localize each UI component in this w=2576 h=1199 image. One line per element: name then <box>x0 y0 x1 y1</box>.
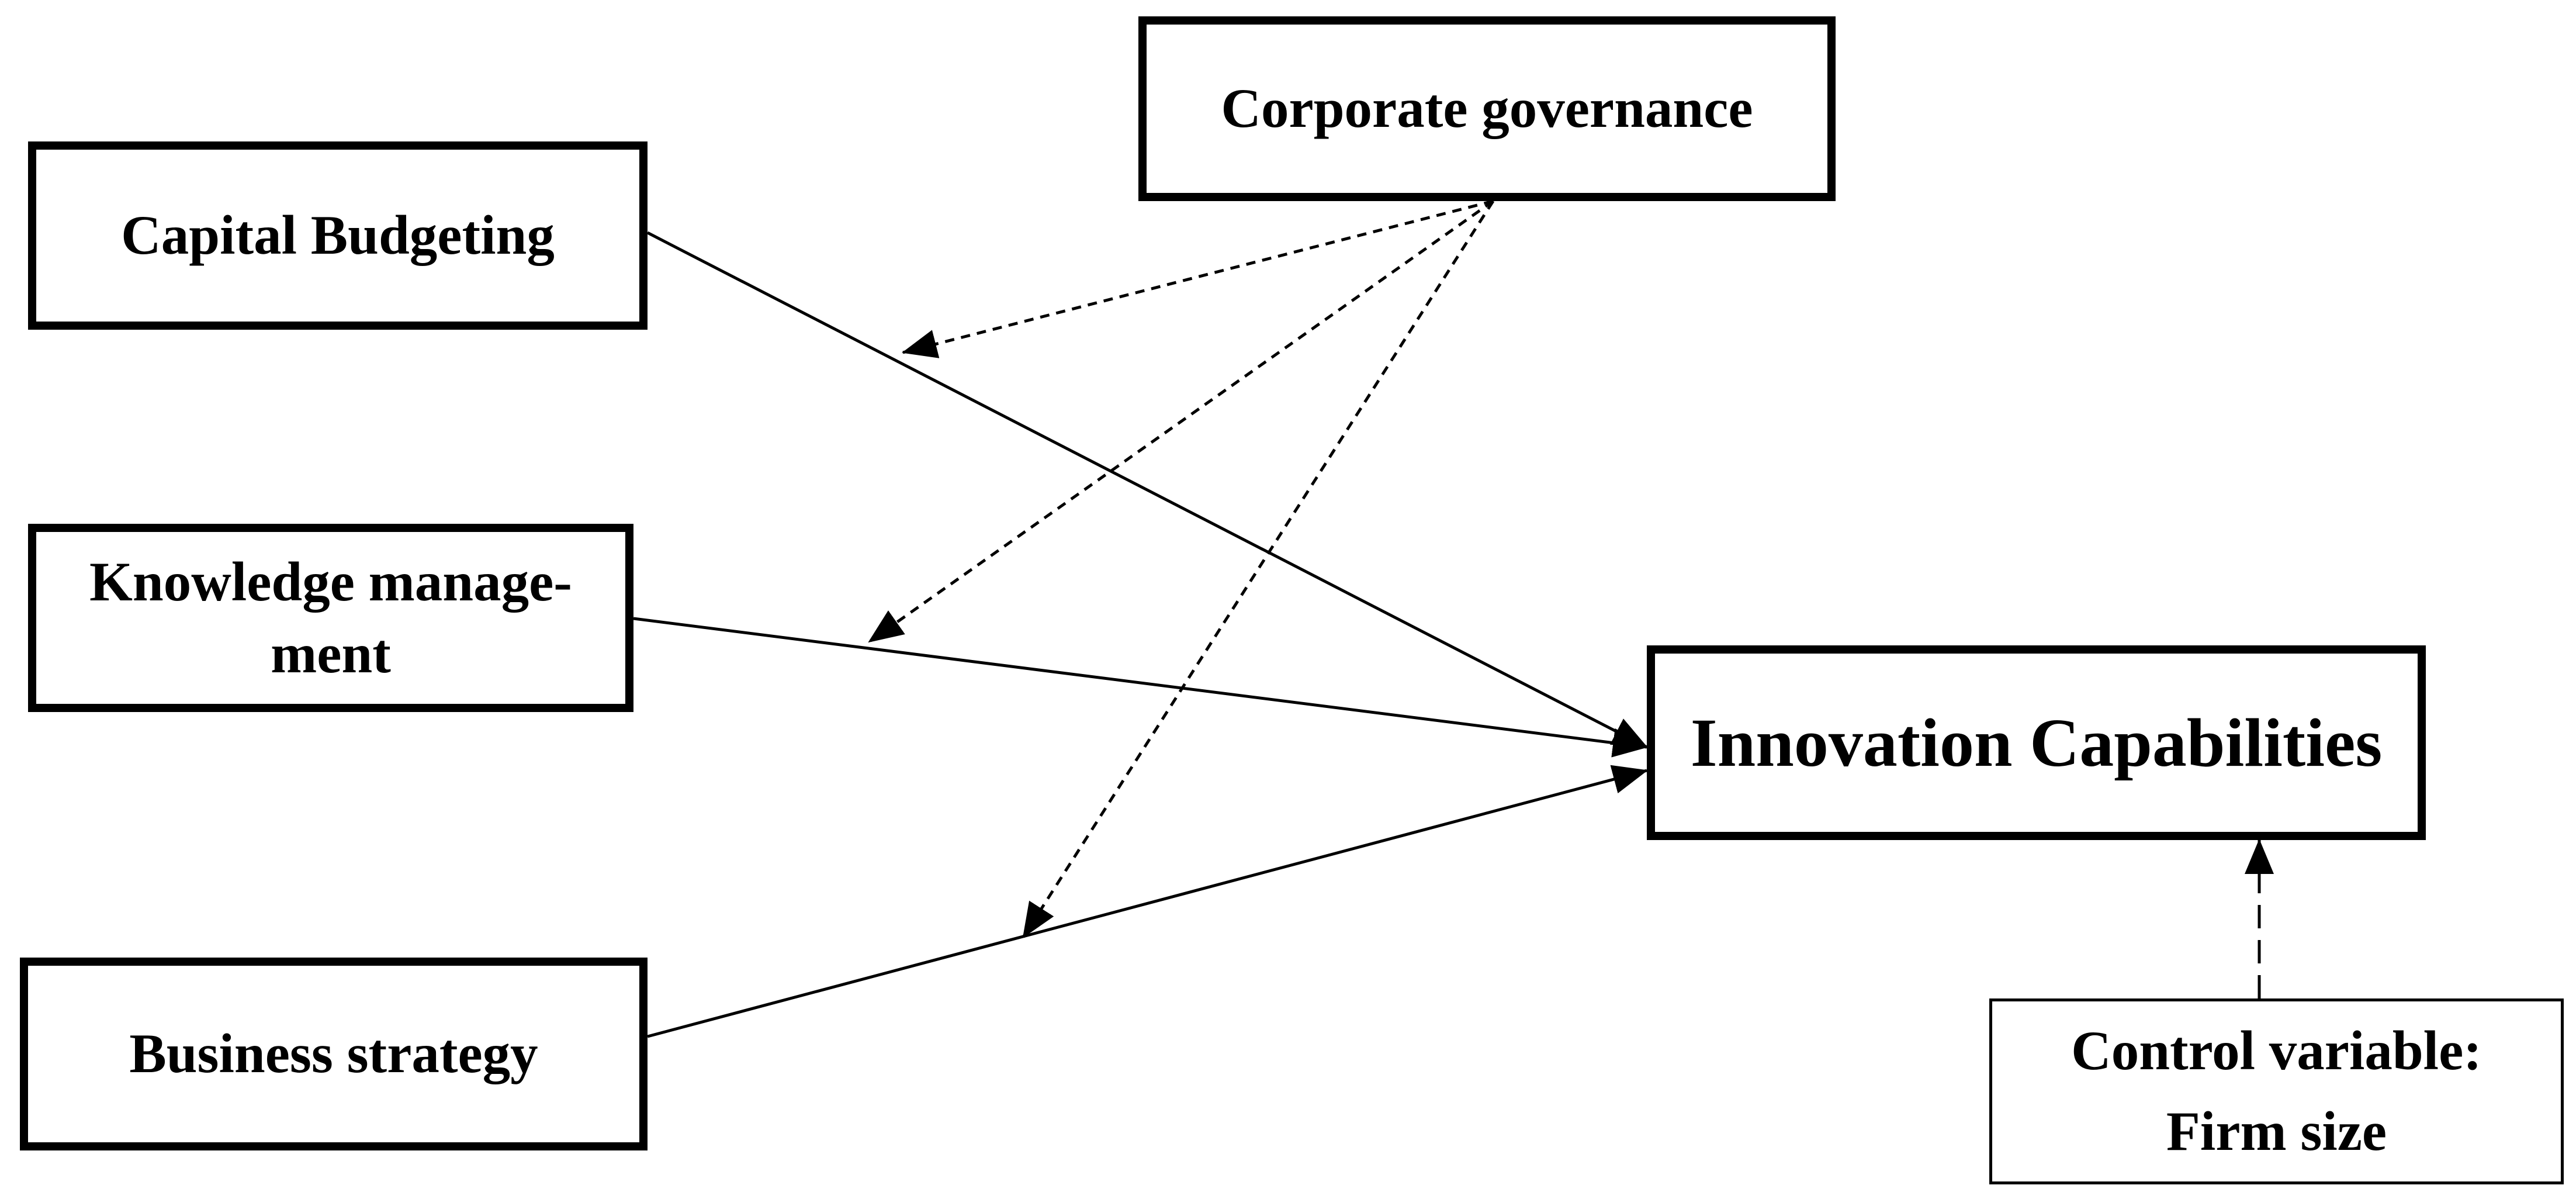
arrow-capital-budgeting-to-innovation <box>646 231 1648 749</box>
control-variable-box: Control variable: Firm size <box>1989 998 2564 1184</box>
moderation-arrow-knowledge-management <box>868 199 1494 644</box>
business-strategy-box: Business strategy <box>20 958 648 1150</box>
arrow-knowledge-management-to-innovation <box>633 617 1648 758</box>
capital-budgeting-box: Capital Budgeting <box>28 141 648 330</box>
moderation-arrow-business-strategy <box>1022 200 1495 938</box>
knowledge-management-box: Knowledge manage- ment <box>28 524 633 712</box>
corporate-governance-label: Corporate governance <box>1221 77 1753 140</box>
control-variable-label: Control variable: Firm size <box>2071 1020 2482 1162</box>
innovation-capabilities-box: Innovation Capabilities <box>1647 645 2426 840</box>
business-strategy-label: Business strategy <box>129 1022 538 1085</box>
arrow-business-strategy-to-innovation <box>647 765 1648 1038</box>
moderation-arrow-capital-budgeting <box>902 199 1494 358</box>
capital-budgeting-label: Capital Budgeting <box>121 204 555 267</box>
innovation-capabilities-label: Innovation Capabilities <box>1690 704 2383 781</box>
knowledge-management-label: Knowledge manage- ment <box>89 550 572 685</box>
corporate-governance-box: Corporate governance <box>1138 16 1836 201</box>
